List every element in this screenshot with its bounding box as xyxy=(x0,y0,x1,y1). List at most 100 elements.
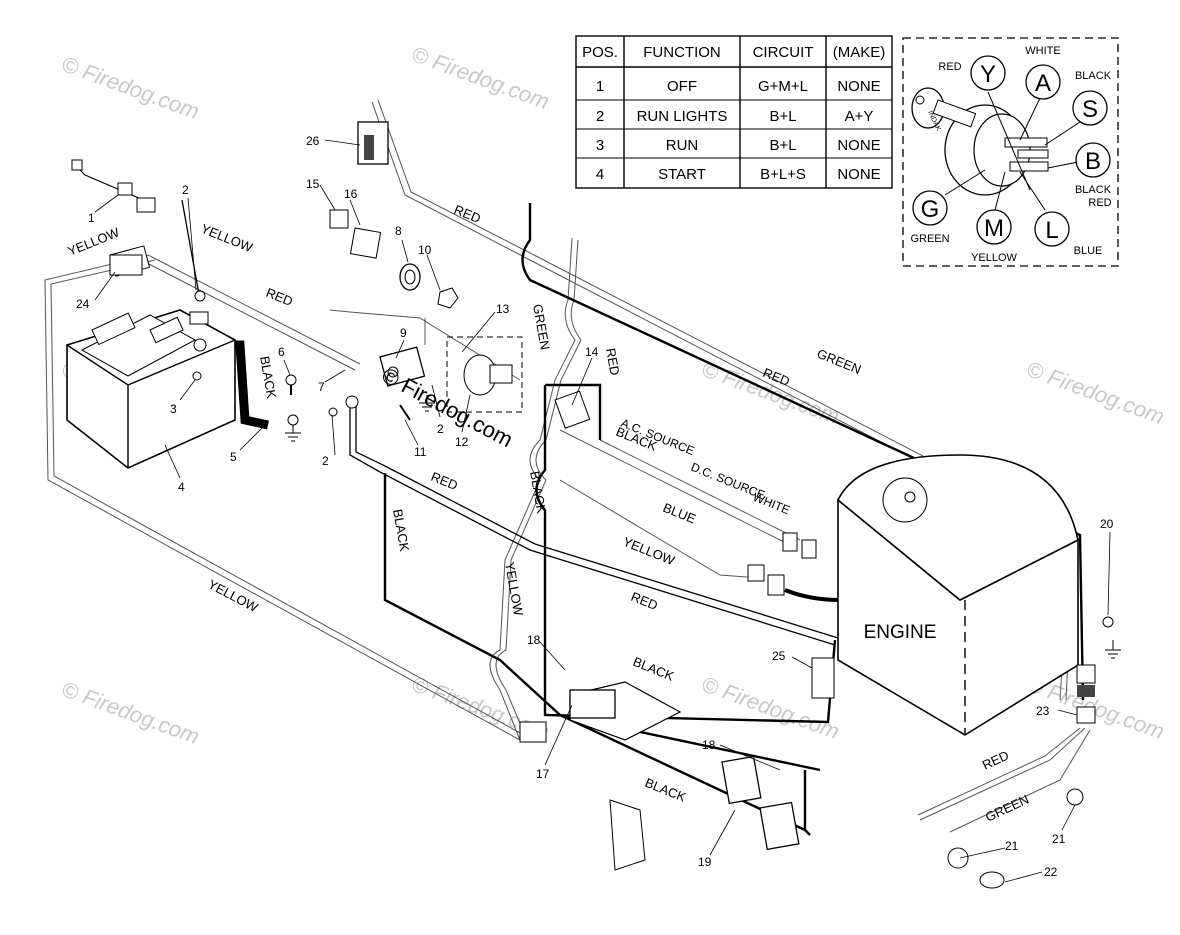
wire-label: YELLOW xyxy=(502,561,526,618)
table-cell: RUN LIGHTS xyxy=(637,108,728,125)
terminal-g: G xyxy=(921,196,940,223)
wire-label: GREEN xyxy=(530,303,553,351)
part-number: 23 xyxy=(1036,704,1050,718)
table-cell: OFF xyxy=(667,78,697,95)
wire-label: BLACK xyxy=(257,355,279,400)
table-cell: 4 xyxy=(596,166,604,183)
part-number: 22 xyxy=(1044,865,1058,879)
terminal-l-color: BLUE xyxy=(1074,245,1103,257)
table-header-function: FUNCTION xyxy=(643,44,721,61)
wire-label: BLACK xyxy=(527,470,549,515)
part-number: 2 xyxy=(182,183,189,197)
wire-label: YELLOW xyxy=(621,534,678,568)
engine: ENGINE xyxy=(837,454,1079,736)
part-number: 18 xyxy=(527,633,541,647)
part-number: 17 xyxy=(536,767,550,781)
table-cell: G+M+L xyxy=(758,78,808,95)
wire-label: RED xyxy=(603,347,623,377)
terminal-b-color2: RED xyxy=(1088,197,1111,209)
terminal-y-color: RED xyxy=(938,61,961,73)
part-number: 13 xyxy=(496,302,510,316)
table-cell: 3 xyxy=(596,137,604,154)
part-number: 26 xyxy=(306,134,320,148)
wire-label: GREEN xyxy=(983,792,1031,825)
ignition-switch-detail: INDAK Y RED A WHITE S BLACK B BLACK RED … xyxy=(902,37,1119,267)
wire-label: D.C. SOURCE xyxy=(689,460,767,502)
wire-label: RED xyxy=(452,202,483,226)
table-header-pos: POS. xyxy=(582,44,618,61)
part-number: 14 xyxy=(585,345,599,359)
watermark-text: © Firedog.com xyxy=(1023,356,1167,429)
battery xyxy=(66,245,236,469)
table-cell: A+Y xyxy=(845,108,874,125)
table-cell: NONE xyxy=(837,166,880,183)
part-number: 7 xyxy=(318,380,325,394)
part-number: 18 xyxy=(702,738,716,752)
part-number: 5 xyxy=(230,450,237,464)
part-number: 1 xyxy=(88,211,95,225)
terminal-b-color: BLACK xyxy=(1075,184,1112,196)
wire-label: RED xyxy=(429,469,460,493)
part-number: 21 xyxy=(1005,839,1019,853)
table-cell: B+L+S xyxy=(760,166,806,183)
part-number: 4 xyxy=(178,480,185,494)
part-number: 20 xyxy=(1100,517,1114,531)
part-number: 3 xyxy=(170,402,177,416)
wire-label: RED xyxy=(629,589,660,613)
wire-label: YELLOW xyxy=(199,221,256,255)
part-number: 21 xyxy=(1052,832,1066,846)
table-cell: B+L xyxy=(769,108,796,125)
table-header-circuit: CIRCUIT xyxy=(753,44,814,61)
table-cell: NONE xyxy=(837,137,880,154)
watermark-text: © Firedog.com xyxy=(58,676,202,749)
terminal-m-color: YELLOW xyxy=(971,252,1017,264)
table-cell: B+L xyxy=(769,137,796,154)
ground-icon xyxy=(419,395,435,412)
table-cell: 1 xyxy=(596,78,604,95)
part-number: 11 xyxy=(414,445,427,459)
part-number: 12 xyxy=(455,435,469,449)
terminal-a-color: WHITE xyxy=(1025,45,1060,57)
watermark-text: © Firedog.com xyxy=(408,41,552,114)
ignition-key-icon: INDAK xyxy=(911,87,977,133)
wire-label: BLACK xyxy=(390,508,412,553)
part-number: 8 xyxy=(395,224,402,238)
part-number: 16 xyxy=(344,187,358,201)
part-number: 2 xyxy=(437,422,444,436)
part-number: 9 xyxy=(400,326,407,340)
terminal-m: M xyxy=(984,215,1004,242)
wire-label: BLACK xyxy=(631,654,676,684)
part-number: 25 xyxy=(772,649,786,663)
components xyxy=(71,121,1121,889)
wire-label: BLUE xyxy=(661,500,698,527)
table-header-make: (MAKE) xyxy=(833,44,886,61)
terminal-s: S xyxy=(1082,96,1098,123)
terminal-y: Y xyxy=(980,61,996,88)
terminal-a: A xyxy=(1035,70,1051,97)
table-cell: START xyxy=(658,166,706,183)
terminal-b: B xyxy=(1085,148,1101,175)
part-number: 2 xyxy=(322,454,329,468)
terminal-l: L xyxy=(1045,217,1058,244)
table-cell: NONE xyxy=(837,78,880,95)
table-cell: RUN xyxy=(666,137,699,154)
table-cell: 2 xyxy=(596,108,604,125)
wire-label: RED xyxy=(264,285,295,309)
part-number: 10 xyxy=(418,243,432,257)
terminal-g-color: GREEN xyxy=(910,233,949,245)
switch-position-table: POS. FUNCTION CIRCUIT (MAKE) 1 OFF G+M+L… xyxy=(575,35,893,189)
wire-label: RED xyxy=(980,748,1011,773)
part-number: 6 xyxy=(278,345,285,359)
watermark-text: © Firedog.com xyxy=(58,51,202,124)
part-number: 24 xyxy=(76,297,90,311)
part-number: 19 xyxy=(698,855,712,869)
wire-label: BLACK xyxy=(643,775,688,805)
ground-icon xyxy=(285,414,301,442)
part-callouts: 1 2 2 2 3 4 5 6 7 8 9 10 11 12 13 14 15 … xyxy=(76,134,1114,883)
wire-label: GREEN xyxy=(815,346,863,377)
engine-label: ENGINE xyxy=(864,622,937,643)
part-number: 15 xyxy=(306,177,320,191)
ground-icon xyxy=(1102,616,1121,659)
terminal-s-color: BLACK xyxy=(1075,70,1112,82)
